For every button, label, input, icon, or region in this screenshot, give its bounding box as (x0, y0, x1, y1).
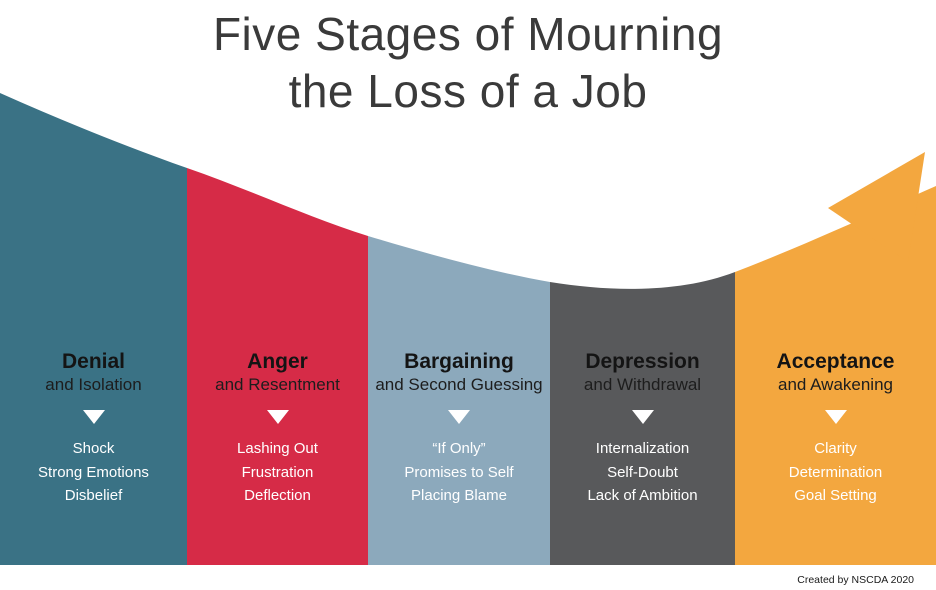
stage-denial-shape (0, 93, 187, 565)
stage-items: Shock Strong Emotions Disbelief (0, 437, 187, 508)
stage-item: Self-Doubt (607, 463, 678, 481)
stage-item: Shock (72, 440, 115, 457)
stage-items: Clarity Determination Goal Setting (735, 437, 936, 508)
stage-anger: Anger and Resentment Lashing Out Frustra… (187, 350, 368, 508)
stage-item: Lashing Out (237, 440, 318, 457)
credit-text: Created by NSCDA 2020 (797, 574, 914, 586)
stage-item: Promises to Self (404, 463, 514, 481)
stage-item: Internalization (595, 440, 690, 457)
stage-acceptance: Acceptance and Awakening Clarity Determi… (735, 350, 936, 508)
stage-item: Determination (788, 463, 883, 481)
stage-denial: Denial and Isolation Shock Strong Emotio… (0, 350, 187, 508)
stage-name: Denial (61, 350, 126, 373)
arrow-head-icon (828, 152, 925, 262)
stage-depression: Depression and Withdrawal Internalizatio… (550, 350, 735, 508)
stage-items: Internalization Self-Doubt Lack of Ambit… (550, 437, 735, 508)
triangle-down-icon (631, 410, 654, 424)
stage-items: Lashing Out Frustration Deflection (187, 437, 368, 508)
stage-item: Goal Setting (794, 487, 877, 504)
page-title: Five Stages of Mourning the Loss of a Jo… (0, 6, 936, 120)
stage-subtitle: and Second Guessing (375, 375, 543, 394)
stage-name: Acceptance (776, 350, 895, 373)
stage-name: Depression (585, 350, 700, 373)
stage-bargaining-shape (368, 236, 550, 565)
stage-item: “If Only” (432, 440, 486, 457)
triangle-down-icon (82, 410, 105, 424)
stage-name: Anger (247, 350, 308, 373)
stage-item: Disbelief (64, 487, 123, 504)
triangle-down-icon (266, 410, 289, 424)
stage-anger-shape (187, 168, 368, 565)
stage-item: Clarity (814, 440, 857, 457)
stage-item: Deflection (244, 487, 311, 504)
stage-items: “If Only” Promises to Self Placing Blame (368, 437, 550, 508)
stage-item: Strong Emotions (38, 463, 149, 481)
stage-subtitle: and Resentment (215, 375, 340, 394)
triangle-down-icon (448, 410, 470, 424)
stage-subtitle: and Awakening (777, 375, 893, 394)
stage-item: Placing Blame (411, 487, 507, 504)
stage-item: Frustration (241, 463, 314, 481)
stage-subtitle: and Isolation (45, 375, 142, 394)
page-title-line1: Five Stages of Mourning (212, 8, 724, 60)
stage-item: Lack of Ambition (587, 487, 698, 504)
triangle-down-icon (824, 410, 847, 424)
stage-acceptance-shape (735, 186, 936, 565)
stage-subtitle: and Withdrawal (583, 375, 702, 394)
stage-bargaining: Bargaining and Second Guessing “If Only”… (368, 350, 550, 508)
stage-name: Bargaining (404, 350, 514, 373)
page-title-line2: the Loss of a Job (288, 65, 648, 117)
